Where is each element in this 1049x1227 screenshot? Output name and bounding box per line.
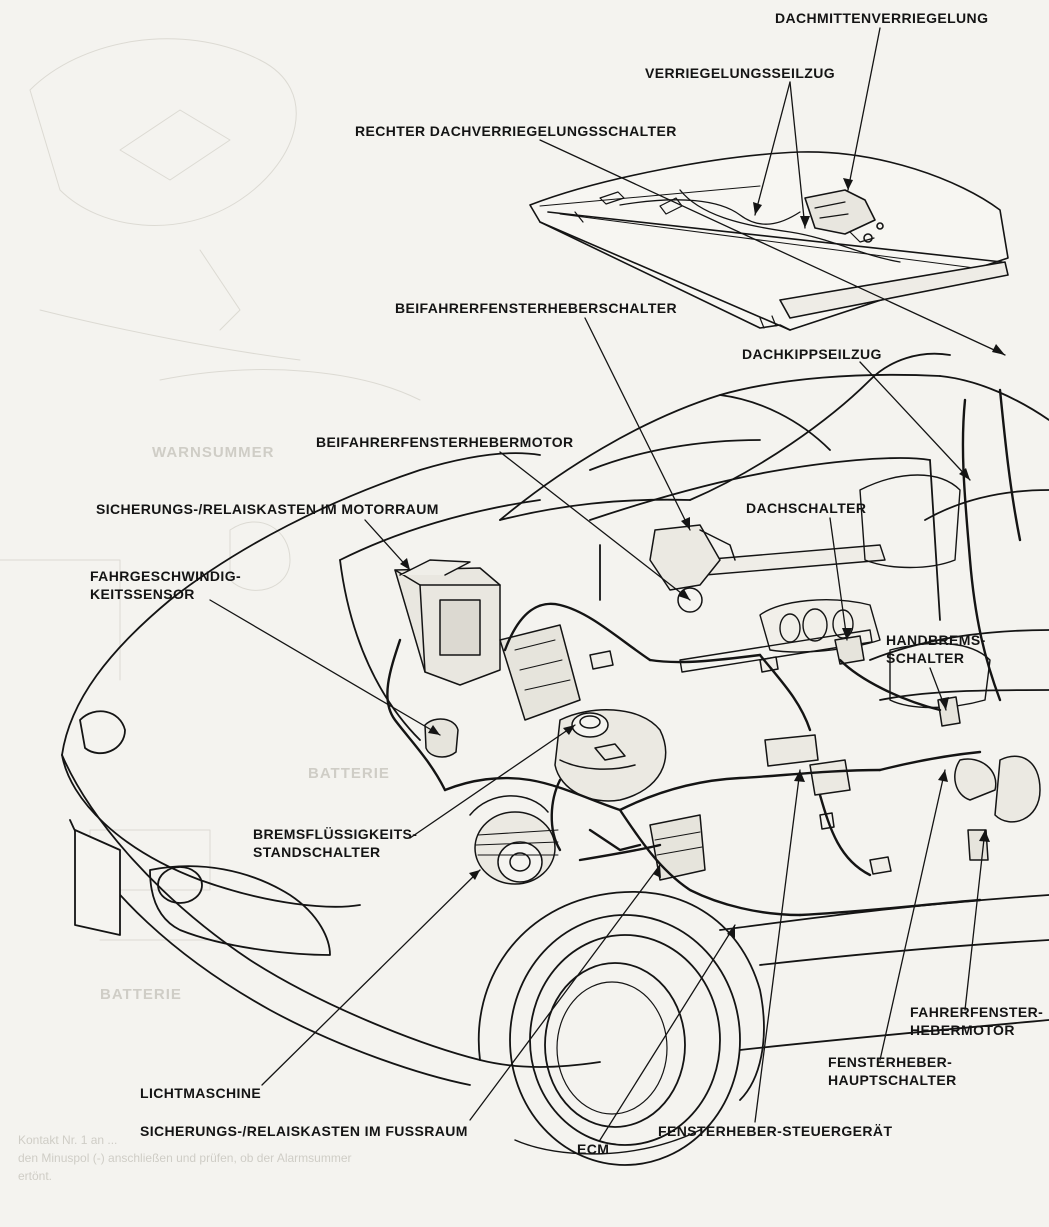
label-fensterheber-steuergeraet: FENSTERHEBER-STEUERGERÄT (658, 1123, 893, 1139)
bg-bottom-line-1: Kontakt Nr. 1 an ... (18, 1133, 118, 1147)
label-handbremsschalter-1: HANDBREMS- (886, 632, 986, 648)
label-sicherungs-relaiskasten-fussraum: SICHERUNGS-/RELAISKASTEN IM FUSSRAUM (140, 1123, 468, 1139)
bg-bottom-line-2: den Minuspol (-) anschließen und prüfen,… (18, 1151, 352, 1165)
arrowheads (400, 178, 1005, 938)
wiring-harness (387, 390, 1020, 915)
fuse-box-engine (395, 560, 500, 685)
label-dachschalter: DACHSCHALTER (746, 500, 867, 516)
leader-lines (210, 28, 1005, 1140)
label-fahrerfensterhebermotor-1: FAHRERFENSTER- (910, 1004, 1044, 1020)
ghost-drawing (0, 39, 420, 940)
label-fensterheber-hauptschalter-1: FENSTERHEBER- (828, 1054, 953, 1070)
label-handbremsschalter-2: SCHALTER (886, 650, 965, 666)
label-bremsfluessigkeitsstandschalter-2: STANDSCHALTER (253, 844, 381, 860)
label-lichtmaschine: LICHTMASCHINE (140, 1085, 262, 1101)
label-fahrgeschwindigkeitssensor-1: FAHRGESCHWINDIG- (90, 568, 242, 584)
label-beifahrerfensterhebermotor: BEIFAHRERFENSTERHEBERMOTOR (316, 434, 574, 450)
label-sicherungs-relaiskasten-motorraum: SICHERUNGS-/RELAISKASTEN IM MOTORRAUM (96, 501, 439, 517)
label-verriegelungsseilzug: VERRIEGELUNGSSEILZUG (645, 65, 836, 81)
label-fensterheber-hauptschalter-2: HAUPTSCHALTER (828, 1072, 957, 1088)
label-fahrgeschwindigkeitssensor-2: KEITSSENSOR (90, 586, 195, 602)
bg-bottom-line-3: ertönt. (18, 1169, 53, 1183)
bg-batterie-1: BATTERIE (308, 765, 390, 782)
label-dachmittenverriegelung: DACHMITTENVERRIEGELUNG (775, 10, 989, 26)
label-rechter-dachverriegelungsschalter: RECHTER DACHVERRIEGELUNGSSCHALTER (355, 123, 677, 139)
label-bremsfluessigkeitsstandschalter-1: BREMSFLÜSSIGKEITS- (253, 826, 418, 842)
label-beifahrerfensterheberschalter: BEIFAHRERFENSTERHEBERSCHALTER (395, 300, 678, 316)
bg-batterie-2: BATTERIE (100, 986, 182, 1003)
bg-warnsummer: WARNSUMMER (152, 444, 275, 461)
label-fahrerfensterhebermotor-2: HEBERMOTOR (910, 1022, 1015, 1038)
car-body (62, 354, 1049, 1165)
roof-panel (530, 152, 1008, 330)
label-ecm: ECM (577, 1141, 610, 1157)
label-dachkippseilzug: DACHKIPPSEILZUG (742, 346, 882, 362)
alternator (470, 796, 558, 884)
